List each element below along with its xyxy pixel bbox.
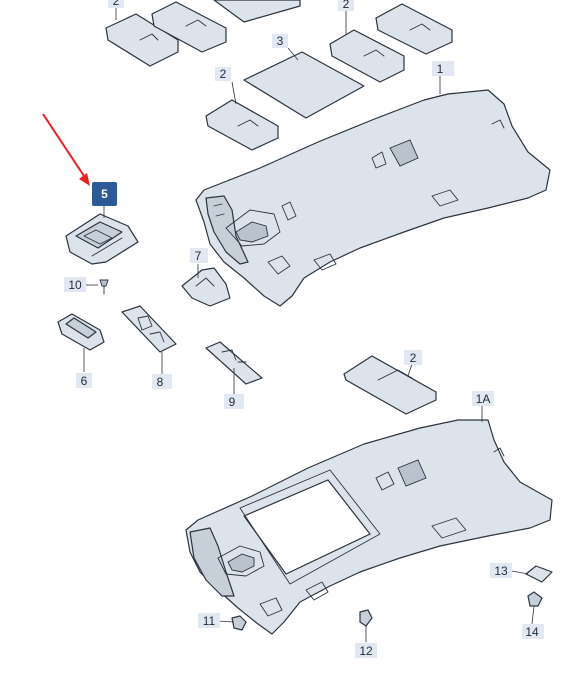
callout-6-text: 6 <box>81 374 88 388</box>
callout-8[interactable]: 8 <box>152 374 172 389</box>
callout-3-text: 3 <box>277 34 284 48</box>
callout-1[interactable]: 1 <box>432 61 454 76</box>
leader-2c <box>231 81 237 105</box>
callout-3[interactable]: 3 <box>272 34 288 48</box>
callout-2d[interactable]: 2 <box>404 350 422 365</box>
callout-7-text: 7 <box>195 249 202 263</box>
callout-7[interactable]: 7 <box>190 248 208 263</box>
callout-14[interactable]: 14 <box>522 624 544 639</box>
callout-10-text: 10 <box>68 278 82 292</box>
callout-2a[interactable]: 2 <box>108 0 124 8</box>
callout-1a[interactable]: 1A <box>472 391 494 406</box>
mounting-bracket-6 <box>57 313 105 351</box>
callout-11-text: 11 <box>203 614 216 628</box>
callout-12[interactable]: 12 <box>355 643 377 658</box>
callout-14-text: 14 <box>525 625 539 639</box>
trim-cover-7 <box>181 267 231 307</box>
leader-13 <box>511 570 529 575</box>
callout-2a-text: 2 <box>113 0 120 8</box>
trim-panel-8 <box>121 305 177 353</box>
roof-console-5 <box>65 213 139 265</box>
pad-13 <box>525 565 553 583</box>
callout-6[interactable]: 6 <box>76 373 92 388</box>
callout-1-text: 1 <box>437 62 444 76</box>
headliner-1 <box>195 89 551 307</box>
clip-12 <box>359 609 373 627</box>
screw-10 <box>99 279 109 295</box>
sound-pad-2-right <box>343 355 437 415</box>
callout-13[interactable]: 13 <box>490 563 512 578</box>
callout-2d-text: 2 <box>410 351 417 365</box>
callout-1a-text: 1A <box>476 392 491 406</box>
callout-10[interactable]: 10 <box>64 277 86 292</box>
headliner-1A <box>185 419 553 635</box>
callout-12-text: 12 <box>359 644 373 658</box>
sound-pad-3 <box>243 51 365 119</box>
leader-14 <box>531 605 535 625</box>
leader-2d <box>407 363 413 377</box>
callout-9-text: 9 <box>229 395 236 409</box>
callout-5-text: 5 <box>101 187 108 201</box>
sound-pad-2-top-left <box>105 13 179 67</box>
pointer-arrow <box>42 113 90 186</box>
callout-9[interactable]: 9 <box>224 394 244 409</box>
callout-2c[interactable]: 2 <box>215 67 231 81</box>
callout-2c-text: 2 <box>220 67 227 81</box>
callout-5-highlighted[interactable]: 5 <box>92 182 117 206</box>
callout-8-text: 8 <box>157 375 164 389</box>
callout-2b-text: 2 <box>343 0 350 11</box>
trim-strip-9 <box>205 341 263 385</box>
callout-13-text: 13 <box>494 564 508 578</box>
sound-pad-top-center-left <box>151 1 227 53</box>
sound-pad-top-right-b <box>375 3 453 55</box>
leader-11 <box>217 620 235 623</box>
callout-2b[interactable]: 2 <box>338 0 354 11</box>
leader-3 <box>287 47 299 61</box>
sound-pad-2-middle <box>205 99 279 151</box>
clip-11 <box>231 615 247 631</box>
sound-pad-top-center <box>213 0 301 23</box>
clip-14 <box>527 591 543 607</box>
sound-pad-2-top-right-a <box>329 29 405 83</box>
callout-11[interactable]: 11 <box>198 613 220 628</box>
